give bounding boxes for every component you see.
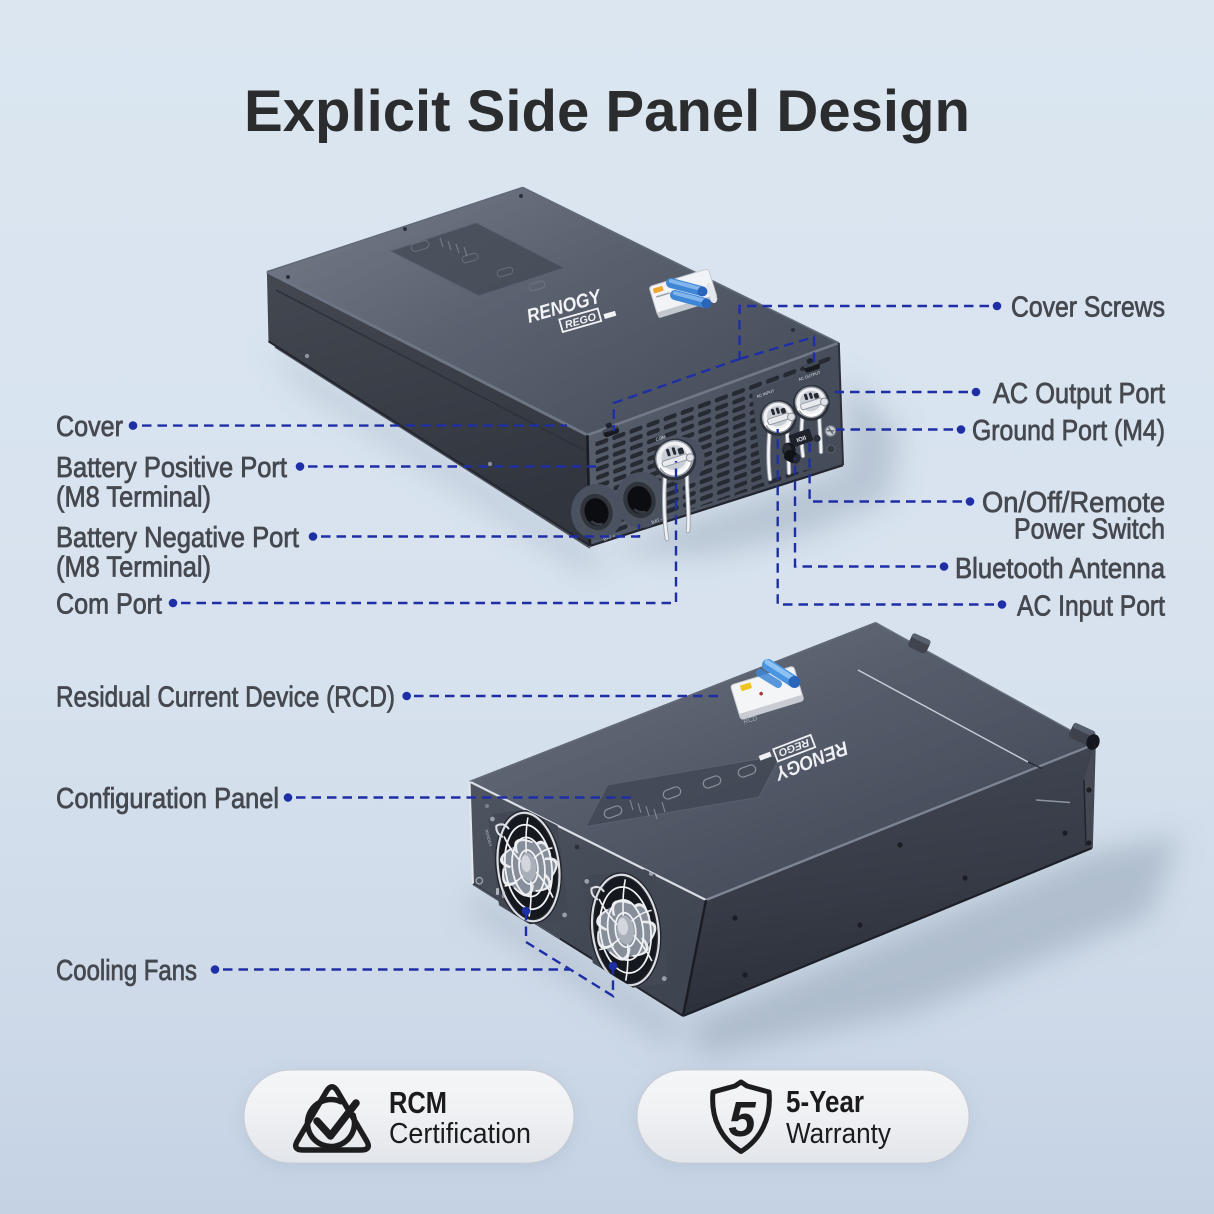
svg-text:Cover Screws: Cover Screws — [1011, 292, 1165, 324]
svg-text:5: 5 — [728, 1093, 756, 1147]
svg-text:Battery Positive Port: Battery Positive Port — [56, 452, 287, 484]
svg-text:Explicit Side Panel Design: Explicit Side Panel Design — [244, 79, 970, 144]
svg-text:Cooling Fans: Cooling Fans — [56, 955, 197, 987]
svg-text:5-Year: 5-Year — [786, 1084, 864, 1119]
svg-text:Battery Negative Port: Battery Negative Port — [56, 522, 299, 554]
svg-text:Residual Current Device (RCD): Residual Current Device (RCD) — [56, 682, 395, 714]
svg-text:Power Switch: Power Switch — [1014, 514, 1165, 546]
svg-text:Bluetooth Antenna: Bluetooth Antenna — [955, 553, 1166, 585]
svg-text:Certification: Certification — [389, 1118, 531, 1150]
svg-text:Ground Port (M4): Ground Port (M4) — [972, 415, 1165, 447]
svg-text:RCM: RCM — [389, 1085, 447, 1120]
svg-text:BAT -: BAT - — [651, 516, 664, 524]
svg-text:Cover: Cover — [56, 411, 123, 443]
svg-text:(M8 Terminal): (M8 Terminal) — [56, 482, 211, 514]
svg-text:IOII: IOII — [796, 435, 807, 444]
svg-text:AC INPUT: AC INPUT — [756, 388, 776, 399]
svg-text:RENOGY: RENOGY — [484, 829, 493, 847]
svg-text:COM: COM — [655, 434, 667, 442]
svg-text:Configuration Panel: Configuration Panel — [56, 783, 279, 815]
svg-text:RCD: RCD — [743, 715, 759, 726]
svg-text:Com Port: Com Port — [56, 589, 162, 621]
svg-text:AC Input Port: AC Input Port — [1017, 591, 1165, 623]
svg-text:Warranty: Warranty — [786, 1118, 891, 1150]
svg-text:On/Off/Remote: On/Off/Remote — [982, 487, 1165, 519]
svg-text:AC Output Port: AC Output Port — [993, 378, 1165, 410]
svg-text:(M8 Terminal): (M8 Terminal) — [56, 552, 211, 584]
